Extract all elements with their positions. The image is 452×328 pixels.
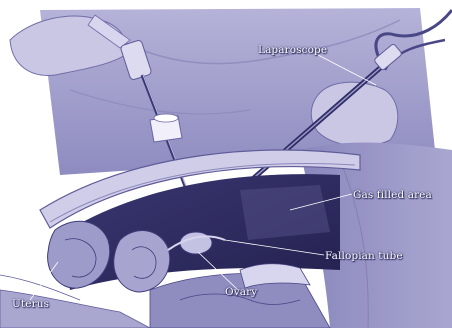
label-laparoscope: Laparoscope bbox=[258, 44, 327, 56]
label-fallopian-tube: Fallopian tube bbox=[325, 250, 403, 262]
label-ovary: Ovary bbox=[225, 286, 257, 298]
label-gas-filled-area: Gas filled area bbox=[353, 189, 432, 201]
label-uterus: Uterus bbox=[12, 298, 49, 310]
